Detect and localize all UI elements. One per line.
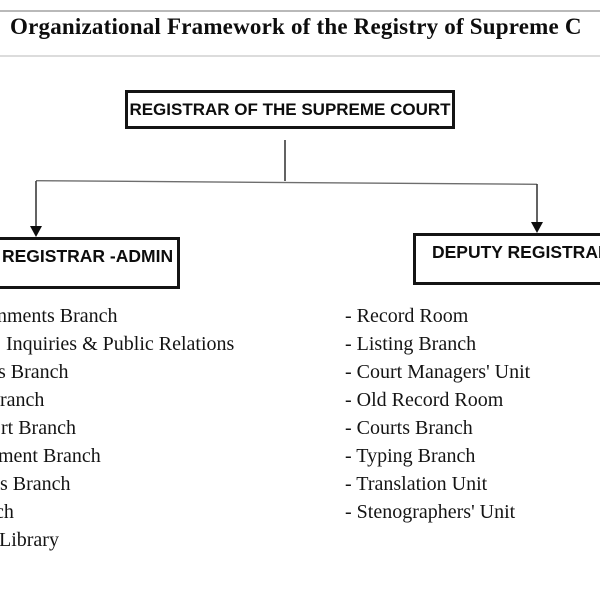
deputy-registrar-label: DEPUTY REGISTRAR - [432,242,600,262]
list-item: nments Branch [0,305,118,327]
horizontal-connector-line [35,180,538,185]
arrow-down-icon [531,222,543,233]
list-item: - Translation Unit [345,473,488,495]
list-item: - Stenographers' Unit [345,501,516,523]
list-item: ch [0,501,14,523]
list-item: - Record Room [345,305,469,327]
list-item: - Court Managers' Unit [345,361,531,383]
registrar-supreme-court-box: REGISTRAR OF THE SUPREME COURT [125,90,455,129]
judicial-branch-list: - Record Room - Listing Branch - Court M… [345,302,530,526]
title-divider [0,55,600,57]
arrow-down-icon [30,226,42,237]
list-item: ranch [0,389,45,411]
list-item: - Old Record Room [345,389,504,411]
registrar-supreme-court-label: REGISTRAR OF THE SUPREME COURT [129,99,451,119]
top-divider [0,10,600,12]
list-item: Library [0,529,59,551]
list-item: Inquiries & Public Relations [6,333,235,355]
list-item: rt Branch [1,417,76,439]
admin-branch-list: nments Branch Inquiries & Public Relatio… [0,302,234,554]
registrar-admin-label: REGISTRAR -ADMIN [2,246,174,266]
list-item: - Courts Branch [345,417,473,439]
list-item: s Branch [0,473,71,495]
list-item: - Listing Branch [345,333,477,355]
list-item: ment Branch [0,445,101,467]
registrar-admin-box: REGISTRAR -ADMIN [0,237,180,289]
list-item: - Typing Branch [345,445,476,467]
page-title: Organizational Framework of the Registry… [10,14,582,39]
list-item: s Branch [0,361,69,383]
deputy-registrar-box: DEPUTY REGISTRAR - [413,233,600,285]
